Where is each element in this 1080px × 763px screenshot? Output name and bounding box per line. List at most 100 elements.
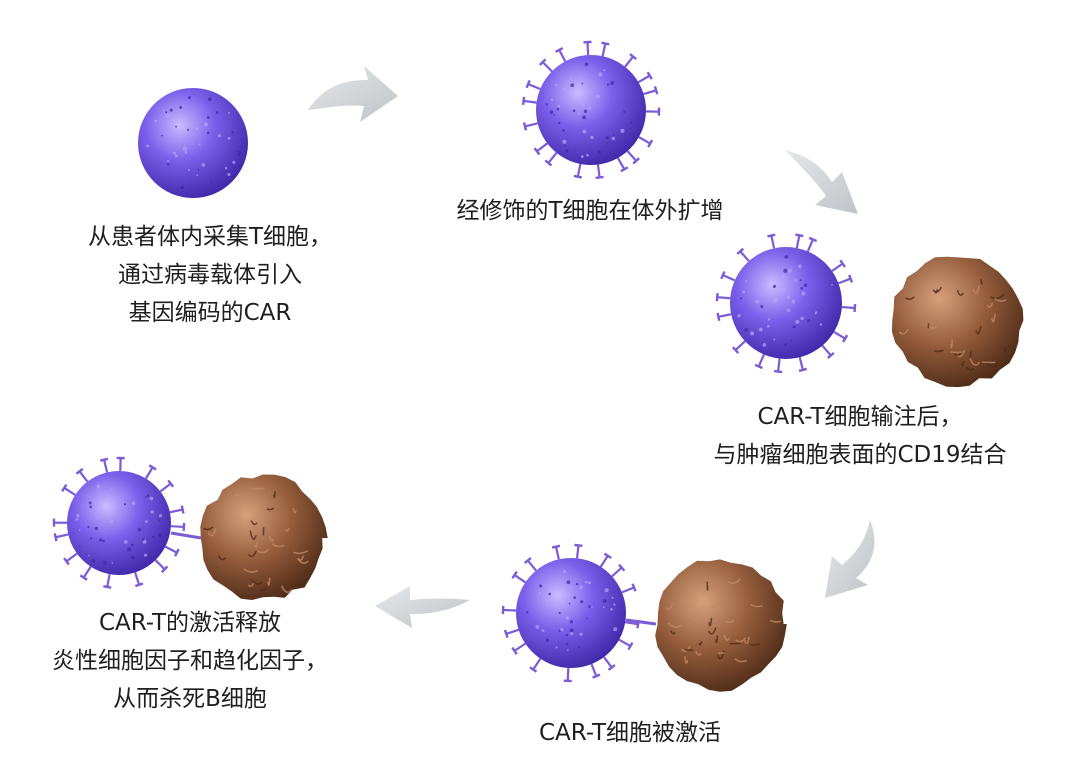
car-receptor <box>154 559 166 571</box>
tumor-wrinkle <box>695 650 702 656</box>
cell-speckle <box>142 538 145 541</box>
car-receptor-head <box>631 583 637 592</box>
car-receptor <box>159 482 172 493</box>
tumor-wrinkle <box>969 358 981 366</box>
car-receptor <box>621 586 635 594</box>
binding-link <box>170 531 202 540</box>
cell-speckle <box>562 129 565 132</box>
cell-body <box>536 55 646 165</box>
car-receptor <box>586 42 590 56</box>
cell-speckle <box>555 83 558 87</box>
cell-speckle <box>740 297 743 300</box>
cell-speckle <box>87 525 90 529</box>
tumor-wrinkle <box>247 550 257 558</box>
car-receptor-head <box>595 175 604 180</box>
car-receptor <box>838 277 851 285</box>
cell-body <box>67 471 171 575</box>
cell-speckle <box>123 503 127 506</box>
cell-speckle <box>548 592 551 596</box>
car-receptor <box>558 49 567 62</box>
tumor-cell-icon <box>200 474 328 600</box>
cell-speckle <box>152 535 155 539</box>
car-receptor-head <box>715 293 719 302</box>
car-receptor-head <box>63 557 70 566</box>
cell-speckle <box>197 168 200 171</box>
cell-speckle <box>557 121 561 125</box>
cell-speckle <box>149 496 154 501</box>
cell-speckle <box>175 125 177 128</box>
cell-speckle <box>88 554 90 557</box>
cell-speckle <box>158 519 161 522</box>
cell-speckle <box>553 114 556 116</box>
cell-speckle <box>545 638 550 643</box>
car-receptor-head <box>53 533 58 542</box>
car-receptor-head <box>629 53 637 61</box>
tumor-wrinkle <box>961 360 965 367</box>
cell-speckle <box>578 646 581 649</box>
step-5-line-2: 炎性细胞因子和趋化因子， <box>52 648 328 674</box>
cell-speckle <box>201 163 206 167</box>
tumor-body <box>200 474 328 600</box>
tumor-wrinkle <box>750 603 763 608</box>
step-3-caption: CAR-T细胞输注后， 与肿瘤细胞表面的CD19结合 <box>660 398 1060 474</box>
cell-speckle <box>630 121 633 124</box>
cell-speckle <box>786 308 791 313</box>
cell-speckle <box>215 111 219 114</box>
cell-speckle <box>78 545 81 547</box>
cell-speckle <box>762 343 767 347</box>
cell-speckle <box>92 559 96 563</box>
tumor-wrinkle <box>969 351 972 358</box>
tumor-wrinkle <box>284 527 290 532</box>
tumor-wrinkle <box>281 585 293 594</box>
cell-speckle <box>760 304 764 308</box>
car-receptor-head <box>720 270 726 280</box>
cell-speckle <box>166 162 170 166</box>
cell-speckle <box>203 122 208 127</box>
car-receptor <box>611 566 623 578</box>
car-receptor <box>566 667 570 681</box>
cell-speckle <box>611 596 614 599</box>
cell-speckle <box>586 153 589 157</box>
cell-speckle <box>545 103 548 106</box>
cell-speckle <box>103 560 107 565</box>
car-receptor <box>55 533 69 539</box>
cell-speckle <box>96 509 99 512</box>
tumor-wrinkle <box>934 289 939 294</box>
cell-speckle <box>187 96 191 100</box>
tumor-wrinkle <box>933 349 944 353</box>
cell-speckle <box>579 585 583 590</box>
cell-speckle <box>563 144 566 147</box>
cell-speckle <box>143 553 148 557</box>
cell-speckle <box>158 514 163 518</box>
car-receptor-head <box>627 641 634 651</box>
tumor-wrinkle <box>250 578 263 585</box>
car-receptor <box>718 313 732 318</box>
tumor-wrinkle <box>257 548 270 554</box>
car-receptor <box>536 142 548 153</box>
car-receptor-head <box>544 159 553 167</box>
cell-speckle <box>182 146 188 151</box>
car-receptor <box>82 566 92 579</box>
cell-speckle <box>819 323 823 326</box>
curved-arrow-icon <box>825 520 875 598</box>
tumor-wrinkle <box>898 328 909 335</box>
car-receptor-head <box>79 574 88 581</box>
car-t-cell-icon <box>52 456 186 589</box>
cell-speckle <box>596 94 600 99</box>
cell-speckle <box>150 510 154 514</box>
car-receptor-head <box>160 565 169 573</box>
step-5-caption: CAR-T的激活释放 炎性细胞因子和趋化因子， 从而杀死B细胞 <box>10 604 370 718</box>
tumor-wrinkle <box>665 603 674 611</box>
cell-speckle <box>206 131 210 135</box>
car-receptor <box>554 546 560 560</box>
cell-speckle <box>784 255 789 259</box>
tumor-body <box>655 559 787 692</box>
step-4-line-1: CAR-T细胞被激活 <box>538 720 722 746</box>
cell-speckle <box>146 144 150 148</box>
cell-speckle <box>207 97 212 102</box>
tumor-wrinkle <box>292 550 309 555</box>
cell-speckle <box>566 580 571 585</box>
cell-speckle <box>76 513 80 518</box>
tumor-wrinkle <box>956 289 964 297</box>
car-receptor-head <box>767 233 776 238</box>
